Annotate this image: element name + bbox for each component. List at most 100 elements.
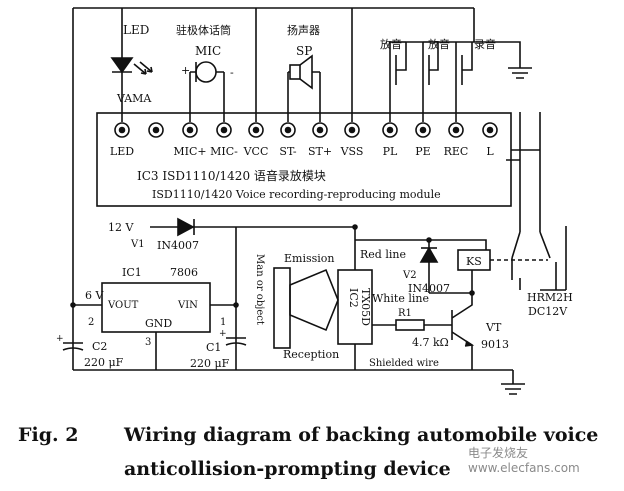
chip-pin-label: MIC- (210, 145, 238, 158)
v2-diode (419, 240, 439, 293)
ground-symbol-bottom (501, 370, 525, 395)
mic-minus: - (230, 66, 234, 79)
svg-text:+: + (56, 334, 64, 344)
speaker-label: SP (296, 44, 312, 58)
junction (426, 237, 432, 243)
vin-label: VIN (177, 300, 198, 311)
red-line-label: Red line (360, 248, 406, 261)
c2-capacitor: + (56, 334, 84, 351)
v1-diode (177, 217, 195, 237)
white-line-label: White line (372, 292, 429, 305)
chip-pin (248, 122, 264, 138)
mic-label: MIC (195, 44, 221, 58)
vt-ref: VT (485, 321, 502, 334)
vt-part: 9013 (481, 338, 509, 351)
junction (469, 290, 475, 296)
play2-label: 放音 (428, 37, 450, 51)
chip-pin-dot (348, 126, 356, 134)
watermark: 电子发烧友 www.elecfans.com (468, 446, 580, 475)
chip-pin-dot (252, 126, 260, 134)
caption-line-2: anticollision-prompting device (124, 458, 451, 480)
led-label: LED (123, 23, 149, 37)
gnd-label: GND (145, 317, 172, 330)
chip-pin-label: L (486, 145, 494, 158)
v1-part: IN4007 (157, 239, 199, 252)
v2-part: IN4007 (408, 282, 450, 295)
figure-number: Fig. 2 (18, 424, 79, 446)
play-button-1 (389, 41, 407, 122)
chip-pin (382, 122, 398, 138)
c1-capacitor: + (219, 329, 247, 346)
record-button (455, 41, 474, 122)
pin2: 2 (88, 317, 94, 328)
chip-pin-label: ST+ (308, 145, 332, 158)
chip-pin (482, 122, 498, 138)
chip-pins: LED MIC+ MIC- VCC ST- ST+ VSS PL PE REC L (110, 122, 498, 158)
chip-pin-label: LED (110, 145, 134, 158)
c1-ref: C1 (206, 341, 221, 354)
play1-label: 放音 (380, 37, 402, 51)
ks-label: KS (466, 255, 482, 268)
reception-label: Reception (283, 348, 339, 361)
chip-pin-dot (386, 126, 394, 134)
chip-name-cn: IC3 ISD1110/1420 语音录放模块 (137, 168, 326, 183)
speaker-chinese-label: 扬声器 (287, 23, 320, 37)
v1-ref: V1 (130, 239, 145, 250)
pin1: 1 (220, 317, 226, 328)
chip-pin-dot (316, 126, 324, 134)
ic2-ref: IC2 (347, 288, 360, 308)
chip-pin (344, 122, 360, 138)
chip-pin-label: MIC+ (173, 145, 206, 158)
chip-pin (448, 122, 464, 138)
chip-pin (280, 122, 296, 138)
chip-pin-label: VCC (243, 145, 269, 158)
chip-pin-dot (118, 126, 126, 134)
chip-pin (216, 122, 232, 138)
contact-return (540, 226, 567, 291)
mic-chinese-label: 驻极体话筒 (176, 23, 231, 37)
pin3: 3 (145, 337, 151, 348)
chip-pin-label: PE (415, 145, 430, 158)
ic2-part: TX05D (359, 288, 372, 326)
chip-pin (182, 122, 198, 138)
relay-coil: DC12V (528, 305, 568, 318)
vama-label: VAMA (116, 92, 152, 105)
target-plate (273, 267, 291, 349)
mic-plus: + (181, 64, 190, 77)
chip-name-en: ISD1110/1420 Voice recording-reproducing… (152, 188, 441, 201)
chip-pin (415, 122, 431, 138)
chip-pin-label: REC (444, 145, 469, 158)
svg-text:+: + (219, 329, 227, 339)
chip-pin-dot (186, 126, 194, 134)
chip-pin-dot (452, 126, 460, 134)
play-button-2 (422, 41, 439, 122)
chip-pin (114, 122, 130, 138)
chip-pin-unused (148, 122, 164, 138)
r1-value: 4.7 kΩ (412, 336, 449, 349)
relay-collector (429, 270, 473, 294)
junction (352, 224, 358, 230)
beam-paths (289, 268, 339, 332)
chip-pin-dot (284, 126, 292, 134)
c2-value: 220 μF (84, 356, 124, 369)
ic1-ref: IC1 (122, 266, 142, 279)
v2-ref: V2 (402, 270, 417, 281)
relay-model: HRM2H (527, 291, 573, 304)
chip-pin-dot (220, 126, 228, 134)
chip-pin-label: VSS (340, 145, 364, 158)
relay-supply (355, 239, 487, 250)
emission-label: Emission (284, 252, 335, 265)
chip-pin-label: PL (383, 145, 398, 158)
chip-pin (312, 122, 328, 138)
chip-pin-label: ST- (279, 145, 296, 158)
button-ground (473, 8, 521, 68)
chip-pin-dot (152, 126, 160, 134)
speaker-symbol (287, 54, 321, 122)
ic1-part: 7806 (170, 266, 198, 279)
vout-label: VOUT (107, 300, 139, 311)
junction (70, 302, 76, 308)
ground-symbol-top (508, 67, 532, 79)
c1-value: 220 μF (190, 357, 230, 370)
